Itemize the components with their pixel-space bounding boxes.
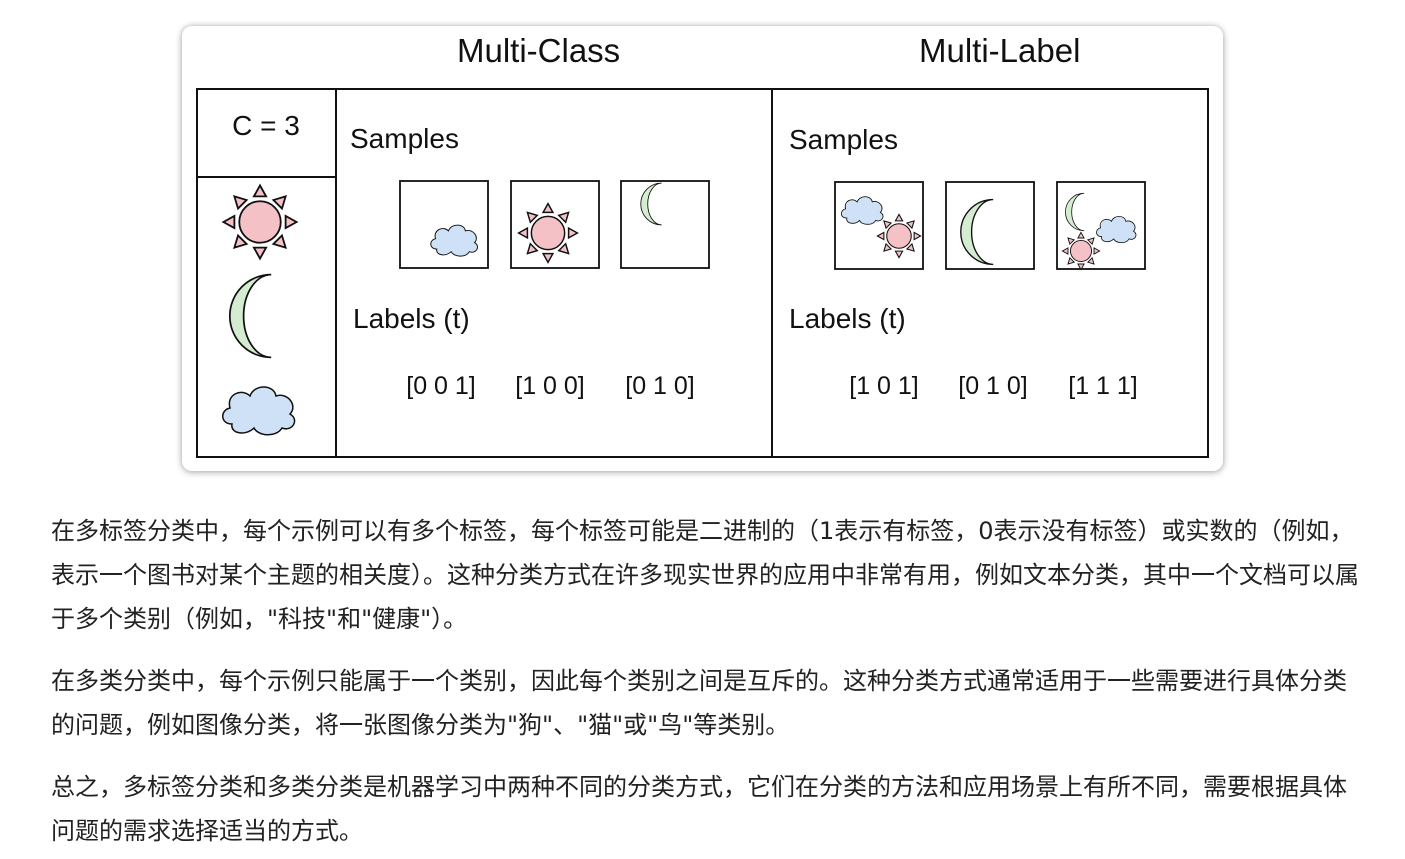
sun-icon <box>517 202 579 264</box>
multiclass-header: Multi-Class <box>457 32 621 69</box>
multilabel-label-3: [1 1 1] <box>1068 372 1138 400</box>
multiclass-sample-3 <box>620 180 710 269</box>
paragraph-multilabel: 在多标签分类中，每个示例可以有多个标签，每个标签可能是二进制的（1表示有标签，0… <box>51 517 1359 633</box>
multilabel-samples-label: Samples <box>789 124 898 155</box>
multiclass-label-2: [1 0 0] <box>515 372 585 400</box>
multilabel-header: Multi-Label <box>919 32 1081 69</box>
multilabel-sample-2 <box>945 181 1035 270</box>
diagram-card <box>182 26 1223 471</box>
multiclass-label-3: [0 1 0] <box>625 372 695 400</box>
sun-icon <box>222 184 298 260</box>
sun-icon <box>876 213 922 259</box>
multiclass-labels-label: Labels (t) <box>353 303 470 334</box>
moon-icon <box>960 198 994 266</box>
multiclass-sample-2 <box>510 180 600 269</box>
multilabel-sample-1 <box>834 181 924 270</box>
moon-icon <box>1065 192 1085 232</box>
sun-icon <box>1061 231 1101 271</box>
moon-icon <box>228 273 273 359</box>
multiclass-label-1: [0 0 1] <box>406 372 476 400</box>
cloud-icon <box>840 196 884 225</box>
paragraph-multiclass: 在多类分类中，每个示例只能属于一个类别，因此每个类别之间是互斥的。这种分类方式通… <box>51 667 1347 739</box>
cloud-icon <box>1096 215 1137 244</box>
multilabel-label-2: [0 1 0] <box>958 372 1028 400</box>
cloud-icon <box>221 386 296 436</box>
paragraph-summary: 总之，多标签分类和多类分类是机器学习中两种不同的分类方式，它们在分类的方法和应用… <box>51 773 1347 845</box>
class-count-label: C = 3 <box>232 110 300 141</box>
classification-diagram: C = 3 Samples Labels (t) [0 0 1] [1 0 0]… <box>196 88 1209 458</box>
multilabel-label-1: [1 0 1] <box>849 372 919 400</box>
multilabel-sample-3 <box>1056 181 1146 270</box>
moon-icon <box>640 182 663 226</box>
cloud-icon <box>430 224 478 257</box>
multilabel-labels-label: Labels (t) <box>789 303 906 334</box>
diagram-table <box>196 88 1209 458</box>
multiclass-samples-label: Samples <box>350 123 459 154</box>
multiclass-sample-1 <box>399 180 489 269</box>
